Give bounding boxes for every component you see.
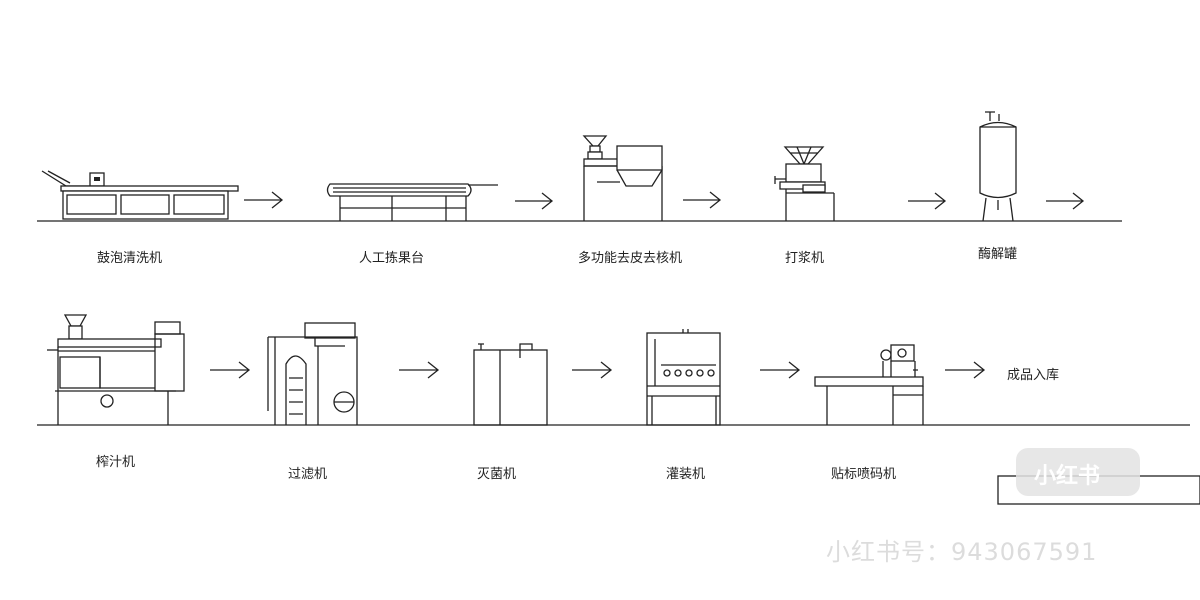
flow-arrow bbox=[908, 192, 947, 210]
flow-arrow bbox=[399, 361, 440, 379]
flow-arrow bbox=[515, 192, 554, 210]
step-label: 鼓泡清洗机 bbox=[97, 251, 163, 266]
step-label: 打浆机 bbox=[785, 251, 825, 266]
sorting-table-icon bbox=[326, 183, 498, 221]
step-label: 灭菌机 bbox=[477, 467, 517, 482]
flow-arrow bbox=[945, 361, 986, 379]
watermark-logo bbox=[997, 448, 1200, 505]
end-label: 成品入库 bbox=[1007, 368, 1060, 383]
step-label: 过滤机 bbox=[288, 467, 328, 482]
flow-arrow bbox=[244, 191, 284, 209]
flow-arrow bbox=[760, 361, 801, 379]
flow-arrow bbox=[683, 191, 722, 209]
peeling-machine-icon bbox=[582, 135, 663, 221]
step-label: 灌装机 bbox=[666, 467, 706, 482]
step-label: 多功能去皮去核机 bbox=[578, 251, 683, 266]
watermark-account: 小红书号：943067591 bbox=[826, 538, 1098, 566]
flow-arrow bbox=[572, 361, 613, 379]
juicer-icon bbox=[47, 314, 185, 425]
filter-machine-icon bbox=[267, 322, 358, 425]
flow-arrow bbox=[1046, 192, 1085, 210]
step-label: 人工拣果台 bbox=[359, 251, 425, 266]
step-label: 酶解罐 bbox=[978, 247, 1018, 262]
bubble-washer-icon bbox=[41, 170, 239, 220]
sterilizer-icon bbox=[473, 343, 548, 426]
filling-machine-icon bbox=[646, 329, 721, 426]
flow-arrow bbox=[210, 361, 251, 379]
step-label: 贴标喷码机 bbox=[831, 467, 897, 482]
step-label: 榨汁机 bbox=[96, 455, 136, 470]
pulper-icon bbox=[774, 146, 835, 221]
labeling-machine-icon bbox=[814, 344, 924, 425]
enzymatic-tank-icon bbox=[979, 111, 1017, 222]
watermark-logo-text: 小红书 bbox=[1034, 464, 1101, 489]
